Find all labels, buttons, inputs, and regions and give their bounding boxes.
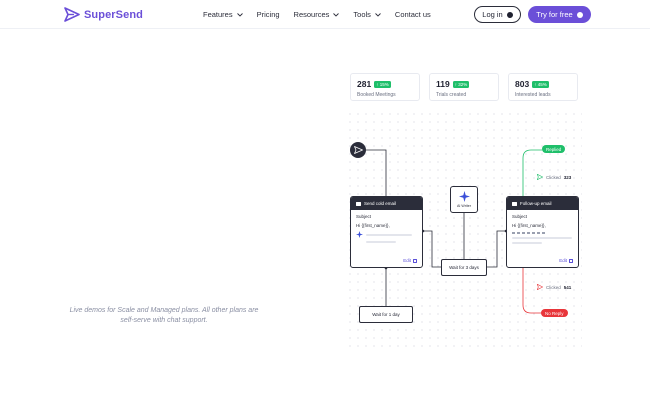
stat-label: Booked Meetings <box>357 92 396 98</box>
format-icon <box>537 232 540 234</box>
send-icon <box>537 284 543 290</box>
edit-icon <box>413 258 417 263</box>
stat-value: 119 <box>436 79 450 89</box>
ai-writer-node[interactable]: AI Writer <box>450 186 478 213</box>
nav-item-tools[interactable]: Tools <box>353 10 381 19</box>
edit-icon <box>569 258 573 263</box>
stat-change-badge: ↑ 32% <box>452 80 470 88</box>
demo-note: Live demos for Scale and Managed plans. … <box>69 307 259 324</box>
format-icon <box>527 232 530 234</box>
card-body: Subject Hi {{first_name}}, <box>507 210 578 248</box>
greeting-text: Hi {{first_name}}, <box>512 223 546 228</box>
cta-label: Try for free <box>536 10 573 19</box>
subject-label: Subject <box>512 214 528 219</box>
send-start-icon <box>350 142 366 158</box>
format-icon <box>522 232 525 234</box>
text-placeholder-line <box>512 237 572 239</box>
wait-label: Wait for 1 day <box>372 312 400 317</box>
mail-icon <box>356 201 361 206</box>
chevron-down-icon <box>375 12 381 17</box>
send-icon <box>537 174 543 180</box>
metric-label: Clicked <box>546 284 561 290</box>
nav-item-label: Tools <box>353 10 371 19</box>
stat-value: 281 <box>357 79 372 89</box>
nav-item-label: Pricing <box>256 10 280 19</box>
send-cold-email-card[interactable]: Send cold email Subject Hi {{first_name}… <box>350 196 423 268</box>
edit-link[interactable]: Edit <box>559 258 573 263</box>
chevron-down-icon <box>333 12 340 17</box>
nav-item-label: Contact us <box>394 10 431 19</box>
nav-item-contact[interactable]: Contact us <box>395 10 431 19</box>
text-placeholder-line <box>366 233 412 236</box>
chevron-down-icon <box>236 12 243 17</box>
sparkle-icon <box>458 191 470 202</box>
nav-item-label: Features <box>203 10 233 19</box>
nav-item-resources[interactable]: Resources <box>294 10 340 19</box>
stat-card-trials-created: 119 ↑ 32% Trials created <box>429 73 499 101</box>
stat-label: Trials created <box>436 92 467 98</box>
clicked-metric-top: Clicked 323 <box>537 174 571 180</box>
card-header: Send cold email <box>351 197 422 210</box>
stat-value: 803 <box>515 79 530 89</box>
text-placeholder-line <box>366 241 396 243</box>
wait-3-days-node[interactable]: Wait for 3 days <box>441 259 487 276</box>
paper-plane-logo-icon <box>64 7 80 22</box>
nav-item-pricing[interactable]: Pricing <box>257 10 280 19</box>
top-nav: SuperSend Features Pricing Resources Too… <box>0 0 650 29</box>
mail-icon <box>512 201 517 206</box>
sparkle-icon <box>356 231 363 238</box>
format-icon <box>517 232 520 234</box>
try-for-free-button[interactable]: Try for free <box>528 6 591 23</box>
stat-label: Interested leads <box>515 92 551 98</box>
main-menu: Features Pricing Resources Tools Contact… <box>203 10 445 19</box>
card-title: Send cold email <box>364 201 397 206</box>
brand-logo[interactable]: SuperSend <box>64 7 143 22</box>
card-body: Subject Hi {{first_name}}, <box>351 210 422 247</box>
nav-item-label: Resources <box>293 10 330 19</box>
arrow-circle-icon <box>576 11 583 18</box>
metric-value: 541 <box>563 284 572 290</box>
card-header: Follow-up email <box>507 197 578 210</box>
stat-change-badge: ↑ 45% <box>532 80 549 88</box>
format-icon <box>512 232 515 234</box>
formatting-toolbar <box>512 232 573 234</box>
subject-label: Subject <box>356 214 372 219</box>
metric-value: 323 <box>563 174 572 180</box>
metric-label: Clicked <box>546 174 561 180</box>
login-label: Log in <box>482 10 503 19</box>
card-title: Follow-up email <box>520 201 552 206</box>
format-icon <box>532 232 535 234</box>
edit-label: Edit <box>559 258 567 263</box>
stat-card-booked-meetings: 281 ↑ 15% Booked Meetings <box>350 73 420 101</box>
wait-label: Wait for 3 days <box>449 265 479 270</box>
arrow-circle-icon <box>506 11 513 18</box>
login-button[interactable]: Log in <box>474 6 521 23</box>
wait-1-day-node[interactable]: Wait for 1 day <box>359 306 413 323</box>
brand-name: SuperSend <box>84 8 143 21</box>
stat-change-badge: ↑ 15% <box>374 80 391 88</box>
nav-item-features[interactable]: Features <box>203 10 243 19</box>
clicked-metric-bottom: Clicked 541 <box>537 284 571 290</box>
edit-label: Edit <box>403 258 411 263</box>
ai-writer-label: AI Writer <box>457 204 471 208</box>
greeting-text: Hi {{first_name}}, <box>356 223 390 228</box>
edit-link[interactable]: Edit <box>403 258 417 263</box>
text-placeholder-line <box>512 242 542 244</box>
format-icon <box>542 232 545 234</box>
no-reply-tag: No Reply <box>541 309 568 317</box>
stat-card-interested-leads: 803 ↑ 45% Interested leads <box>508 73 578 101</box>
replied-tag: Replied <box>542 145 566 153</box>
follow-up-email-card[interactable]: Follow-up email Subject Hi {{first_name}… <box>506 196 579 268</box>
